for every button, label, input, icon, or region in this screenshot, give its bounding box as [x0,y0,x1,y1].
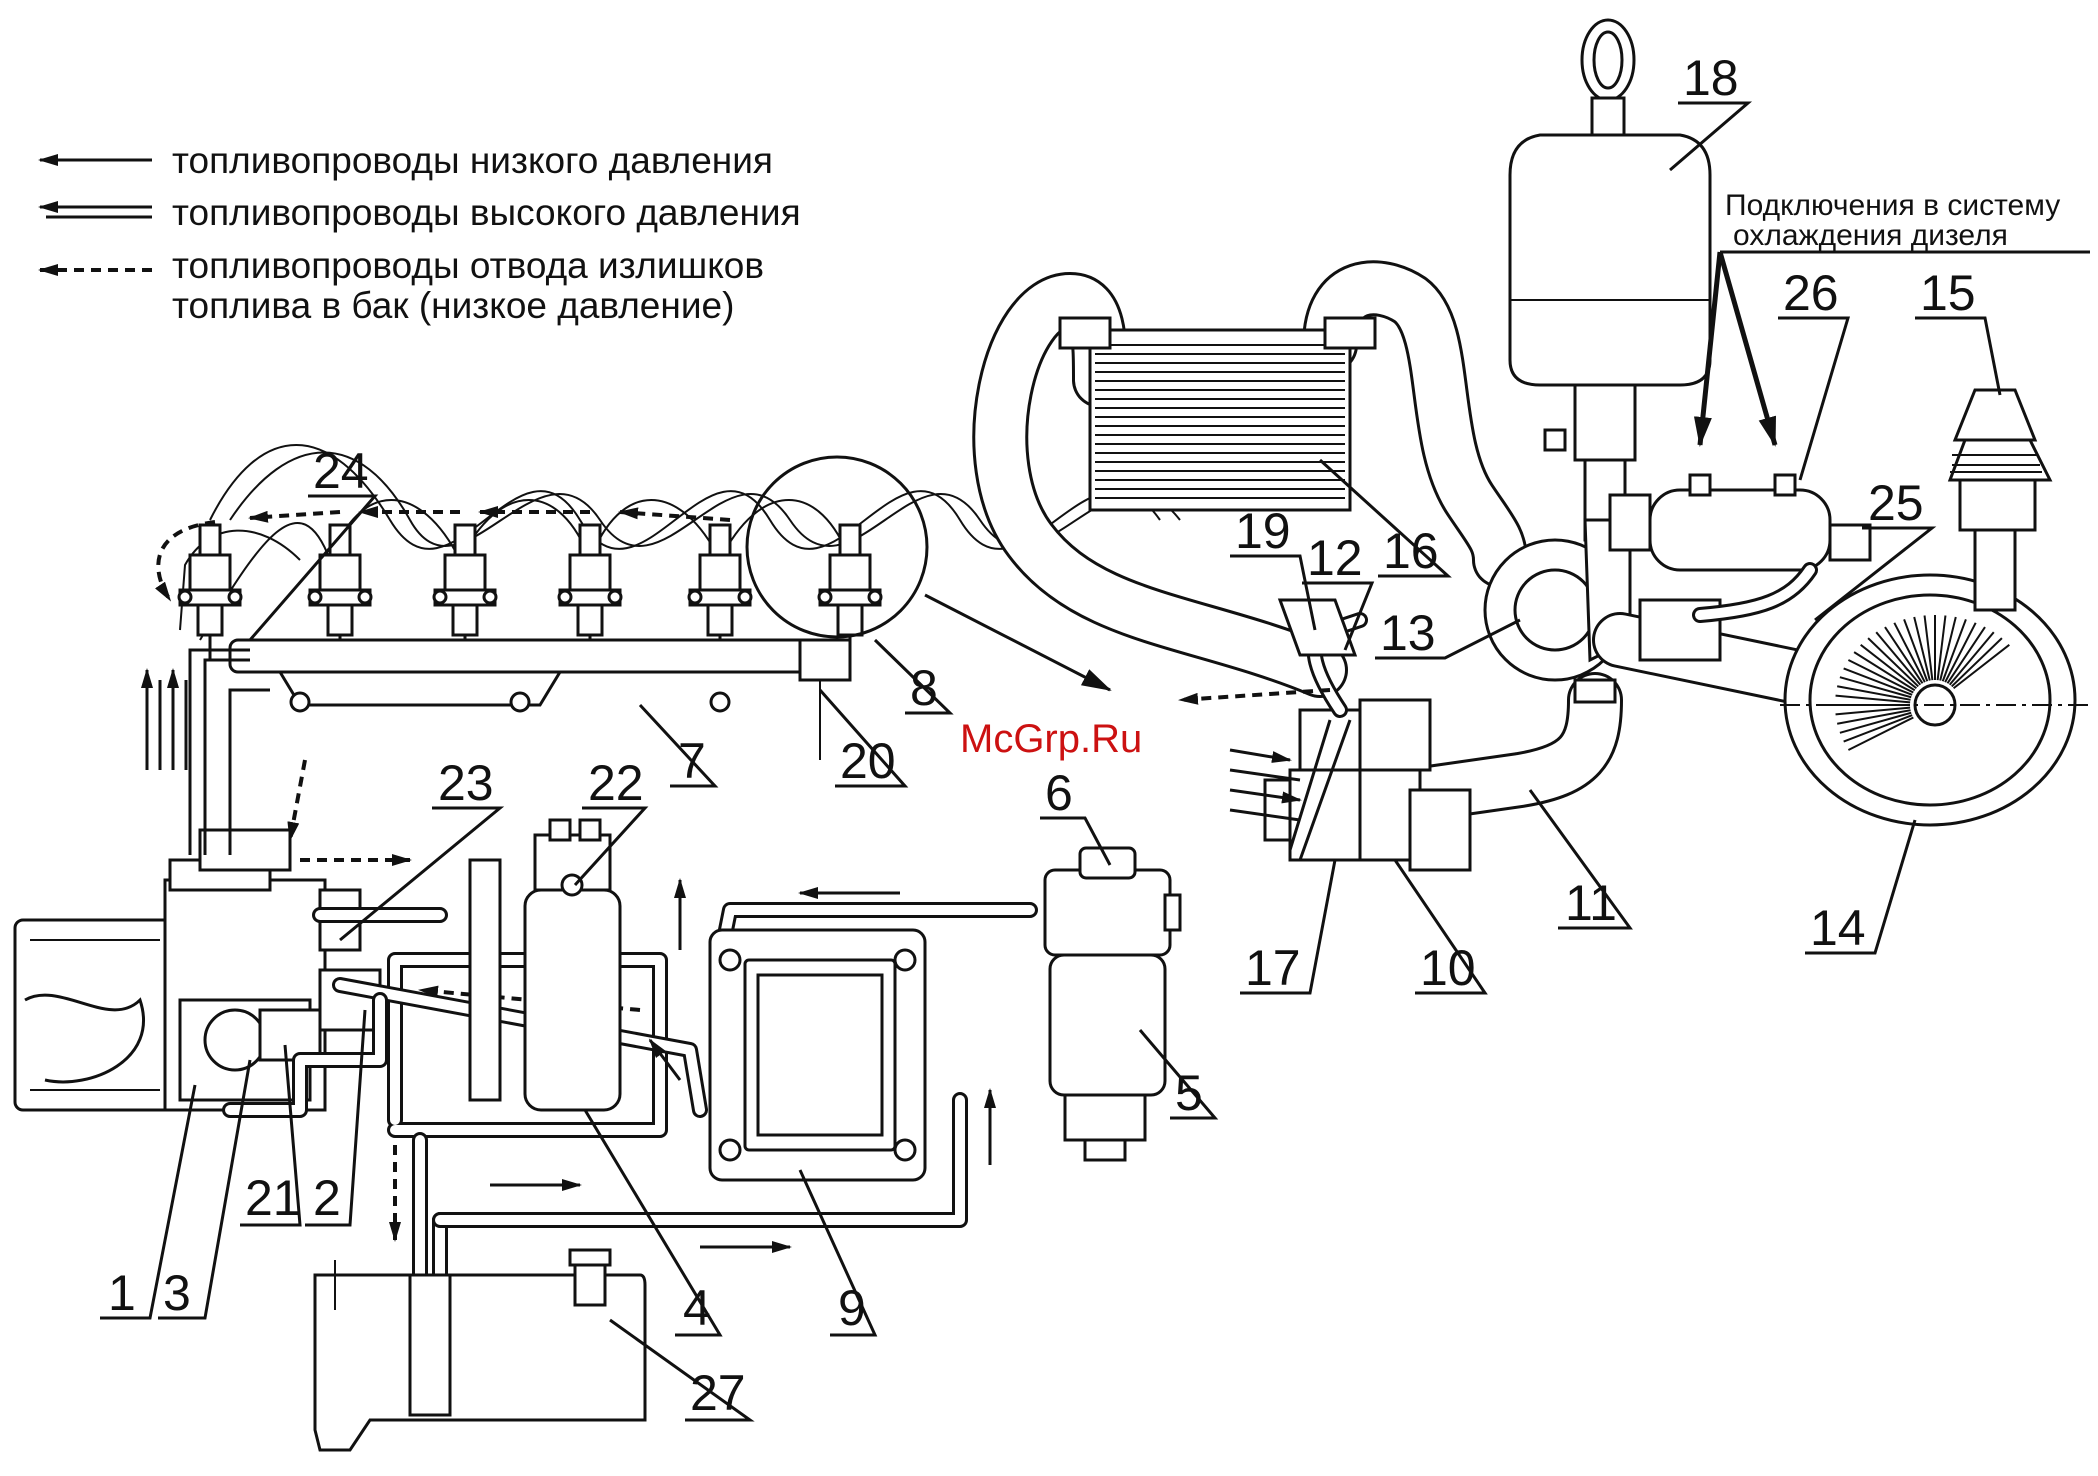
air-cleaner-14 [1780,390,2090,825]
coolant-note: Подключения в систему охлаждения дизеля [1700,189,2090,445]
callout-15: 15 [1915,265,2000,395]
svg-text:25: 25 [1868,475,1924,531]
callout-17: 17 [1240,860,1335,996]
rail-manifold [230,640,850,760]
callout-8: 8 [875,640,950,716]
svg-text:6: 6 [1045,765,1073,821]
legend-return-label-1: топливопроводы отвода излишков [172,245,764,286]
legend-return-label-2: топлива в бак (низкое давление) [172,285,734,326]
svg-text:23: 23 [438,755,494,811]
svg-text:12: 12 [1307,530,1363,586]
svg-text:16: 16 [1383,523,1439,579]
svg-text:14: 14 [1810,900,1866,956]
callout-9: 9 [800,1170,875,1336]
legend: топливопроводы низкого давления топливоп… [40,140,801,326]
svg-text:1: 1 [108,1265,136,1321]
coolant-note-line1: Подключения в систему [1725,189,2060,222]
svg-text:18: 18 [1683,50,1739,106]
legend-high-pressure-label: топливопроводы высокого давления [172,192,801,233]
svg-text:11: 11 [1565,875,1617,931]
legend-low-pressure: топливопроводы низкого давления [40,140,773,181]
svg-text:13: 13 [1380,605,1436,661]
callout-10: 10 [1395,860,1485,996]
callout-11: 11 [1530,790,1630,931]
fuel-tank-27 [315,1250,645,1450]
svg-text:15: 15 [1920,265,1976,321]
callout-20: 20 [820,690,905,789]
callout-7: 7 [640,705,715,789]
svg-text:22: 22 [588,755,644,811]
callout-26: 26 [1778,265,1848,480]
callout-14: 14 [1805,820,1915,956]
svg-text:24: 24 [313,443,369,499]
heat-exchanger-26 [1610,475,1870,615]
watermark: McGrp.Ru [960,717,1142,761]
legend-return: топливопроводы отвода излишков топлива в… [40,245,764,326]
legend-high-pressure: топливопроводы высокого давления [40,192,801,233]
legend-low-pressure-label: топливопроводы низкого давления [172,140,773,181]
fuel-filter-4 [470,820,620,1110]
priming-pump-filter-5 [1045,848,1180,1160]
coolant-note-line2: охлаждения дизеля [1733,219,2008,252]
injector [179,525,241,660]
callout-24: 24 [250,443,375,640]
svg-text:26: 26 [1783,265,1839,321]
coarse-filter-9 [710,930,925,1180]
svg-text:19: 19 [1235,503,1291,559]
silencer-18 [1510,20,1710,540]
svg-text:21: 21 [245,1170,301,1226]
svg-text:17: 17 [1245,940,1301,996]
svg-text:20: 20 [840,733,896,789]
svg-text:2: 2 [313,1170,341,1226]
svg-text:3: 3 [163,1265,191,1321]
svg-text:4: 4 [683,1280,711,1336]
svg-text:5: 5 [1175,1065,1203,1121]
